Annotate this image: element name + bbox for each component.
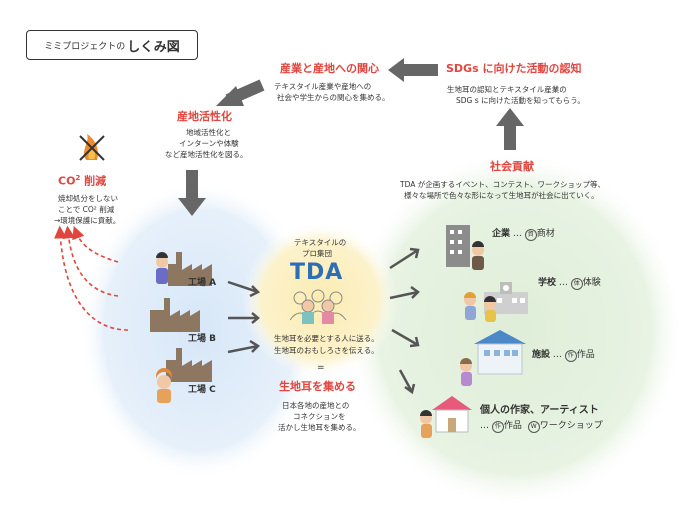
title-main: しくみ図	[127, 39, 180, 55]
tda-line2: プロ集団	[302, 249, 332, 258]
target-facility-badge: 作	[564, 350, 577, 362]
target-company-dots: …	[510, 229, 525, 239]
factory-b-label: 工場 B	[188, 334, 216, 344]
artist-house	[420, 396, 472, 438]
target-school: 学校 … 体体験	[538, 277, 601, 290]
top-right-line2: SDG s に向けた活動を知ってもらう。	[456, 96, 585, 105]
co2-heading-sup: 2	[75, 174, 81, 182]
company-building	[446, 225, 484, 270]
target-artist-badge: 作	[491, 421, 504, 433]
target-artist-item2: ワークショップ	[539, 421, 603, 431]
social-line1: TDA が企画するイベント、コンテスト、ワークショップ等、	[400, 180, 605, 189]
target-facility-name: 施設	[532, 350, 551, 360]
tda-people	[289, 289, 347, 324]
co2-heading-main: CO	[58, 174, 76, 188]
target-school-dots: …	[556, 278, 571, 288]
social-heading: 社会貢献	[490, 160, 534, 173]
factory-c	[156, 348, 212, 403]
top-right-heading: SDGs に向けた活動の認知	[446, 62, 582, 75]
tda-desc2: 生地耳のおもしろさを伝える。	[274, 346, 379, 355]
top-center-heading: 産業と産地への関心	[280, 62, 379, 75]
top-center-line2: 社会や学生からの関心を集める。	[277, 93, 390, 102]
target-artist: 個人の作家、アーティスト	[480, 404, 599, 418]
top-right-line1: 生地耳の認知とテキスタイル産業の	[447, 85, 567, 94]
target-artist-dots: …	[480, 421, 492, 431]
left-top-line2: インターンや体験	[179, 139, 239, 148]
target-school-name: 学校	[538, 278, 557, 288]
collect-line2: コネクションを	[293, 412, 346, 421]
left-top-heading: 産地活性化	[177, 110, 232, 123]
left-top-line1: 地域活性化と	[186, 128, 231, 137]
factory-arrows	[227, 280, 261, 354]
co2-dashed-arrows	[53, 225, 129, 331]
co2-line2: ことで CO² 削減	[58, 205, 115, 214]
collect-heading: 生地耳を集める	[279, 380, 356, 393]
school-building	[464, 282, 528, 322]
factory-c-label: 工場 C	[188, 385, 216, 395]
factory-a	[156, 252, 212, 286]
factory-b	[150, 298, 200, 332]
target-company-badge: 資	[524, 229, 537, 241]
target-school-badge: 体	[570, 278, 583, 290]
target-artist-item: 作品	[503, 421, 522, 431]
no-burning-icon	[79, 134, 105, 161]
title-prefix: ミミプロジェクトの	[44, 41, 126, 52]
social-line2: 様々な場所で色々な形になって生地耳が社会に出ていく。	[404, 191, 599, 200]
tda-line1: テキスタイルの	[294, 238, 347, 247]
target-facility-dots: …	[550, 350, 565, 360]
target-artist-name: 個人の作家、アーティスト	[480, 405, 599, 416]
target-arrows	[389, 247, 420, 395]
green-zone	[345, 150, 685, 510]
target-company: 企業 … 資商材	[492, 228, 555, 241]
target-facility: 施設 … 作作品	[532, 349, 595, 362]
co2-line3: →環境保護に貢献。	[54, 216, 121, 225]
target-artist-badge2: W	[527, 421, 540, 433]
target-company-name: 企業	[492, 229, 511, 239]
yellow-zone	[242, 222, 398, 378]
top-center-line1: テキスタイル産業や産地への	[274, 82, 372, 91]
factory-a-label: 工場 A	[188, 278, 217, 288]
diagram-title: ミミプロジェクトのしくみ図	[26, 30, 198, 60]
left-top-line3: など産地活性化を図る。	[165, 150, 248, 159]
target-company-item: 商材	[536, 229, 555, 239]
collect-line3: 活かし生地耳を集める。	[278, 423, 361, 432]
tda-desc1: 生地耳を必要とする人に送る。	[274, 334, 379, 343]
tda-equals: =	[317, 363, 325, 373]
co2-heading-suffix: 削減	[80, 174, 107, 188]
co2-heading: CO2 削減	[58, 174, 106, 190]
facility-building	[460, 330, 526, 386]
tda-logo: TDA	[290, 260, 344, 285]
target-facility-item: 作品	[576, 350, 595, 360]
target-school-item: 体験	[582, 278, 601, 288]
co2-line1: 焼却処分をしない	[58, 194, 118, 203]
collect-line1: 日本各地の産地との	[282, 401, 350, 410]
